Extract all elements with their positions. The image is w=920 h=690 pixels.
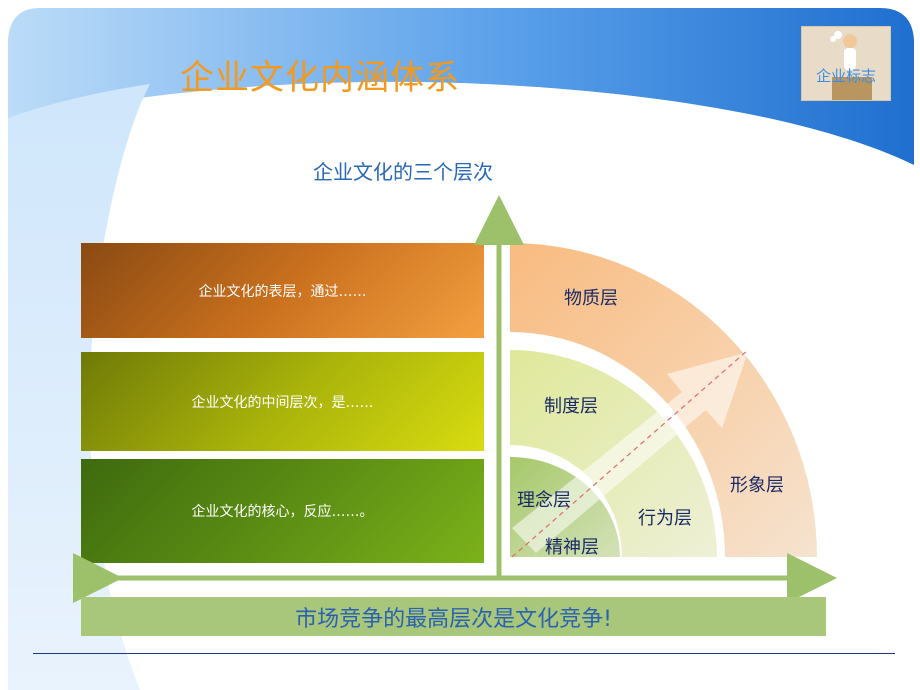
page-title: 企业文化内涵体系 (180, 58, 460, 98)
core-layer-text: 企业文化的核心，反应……。 (191, 504, 374, 520)
material-image-ring (510, 243, 817, 557)
company-logo: 企业标志 (801, 26, 891, 101)
diagram-subtitle: 企业文化的三个层次 (313, 160, 493, 184)
label-concept: 理念层 (517, 490, 571, 511)
bottom-banner: 市场竞争的最高层次是文化竞争! (81, 597, 826, 636)
surface-layer-text: 企业文化的表层，通过…… (198, 283, 367, 300)
footer-divider (33, 653, 895, 654)
label-image: 形象层 (730, 475, 784, 496)
middle-layer-text: 企业文化的中间层次，是…… (191, 394, 374, 411)
logo-label: 企业标志 (815, 67, 876, 85)
surface-layer-box: 企业文化的表层，通过…… (81, 243, 484, 338)
label-behavior: 行为层 (638, 508, 692, 529)
label-material: 物质层 (564, 288, 618, 309)
label-system: 制度层 (544, 396, 598, 417)
diagonal-dashed-line (511, 349, 749, 558)
bottom-banner-text: 市场竞争的最高层次是文化竞争! (295, 606, 612, 632)
core-layer-box: 企业文化的核心，反应……。 (81, 459, 484, 563)
label-spirit: 精神层 (545, 537, 599, 558)
middle-layer-box: 企业文化的中间层次，是…… (81, 352, 484, 451)
logo-figure-icon (802, 27, 890, 100)
